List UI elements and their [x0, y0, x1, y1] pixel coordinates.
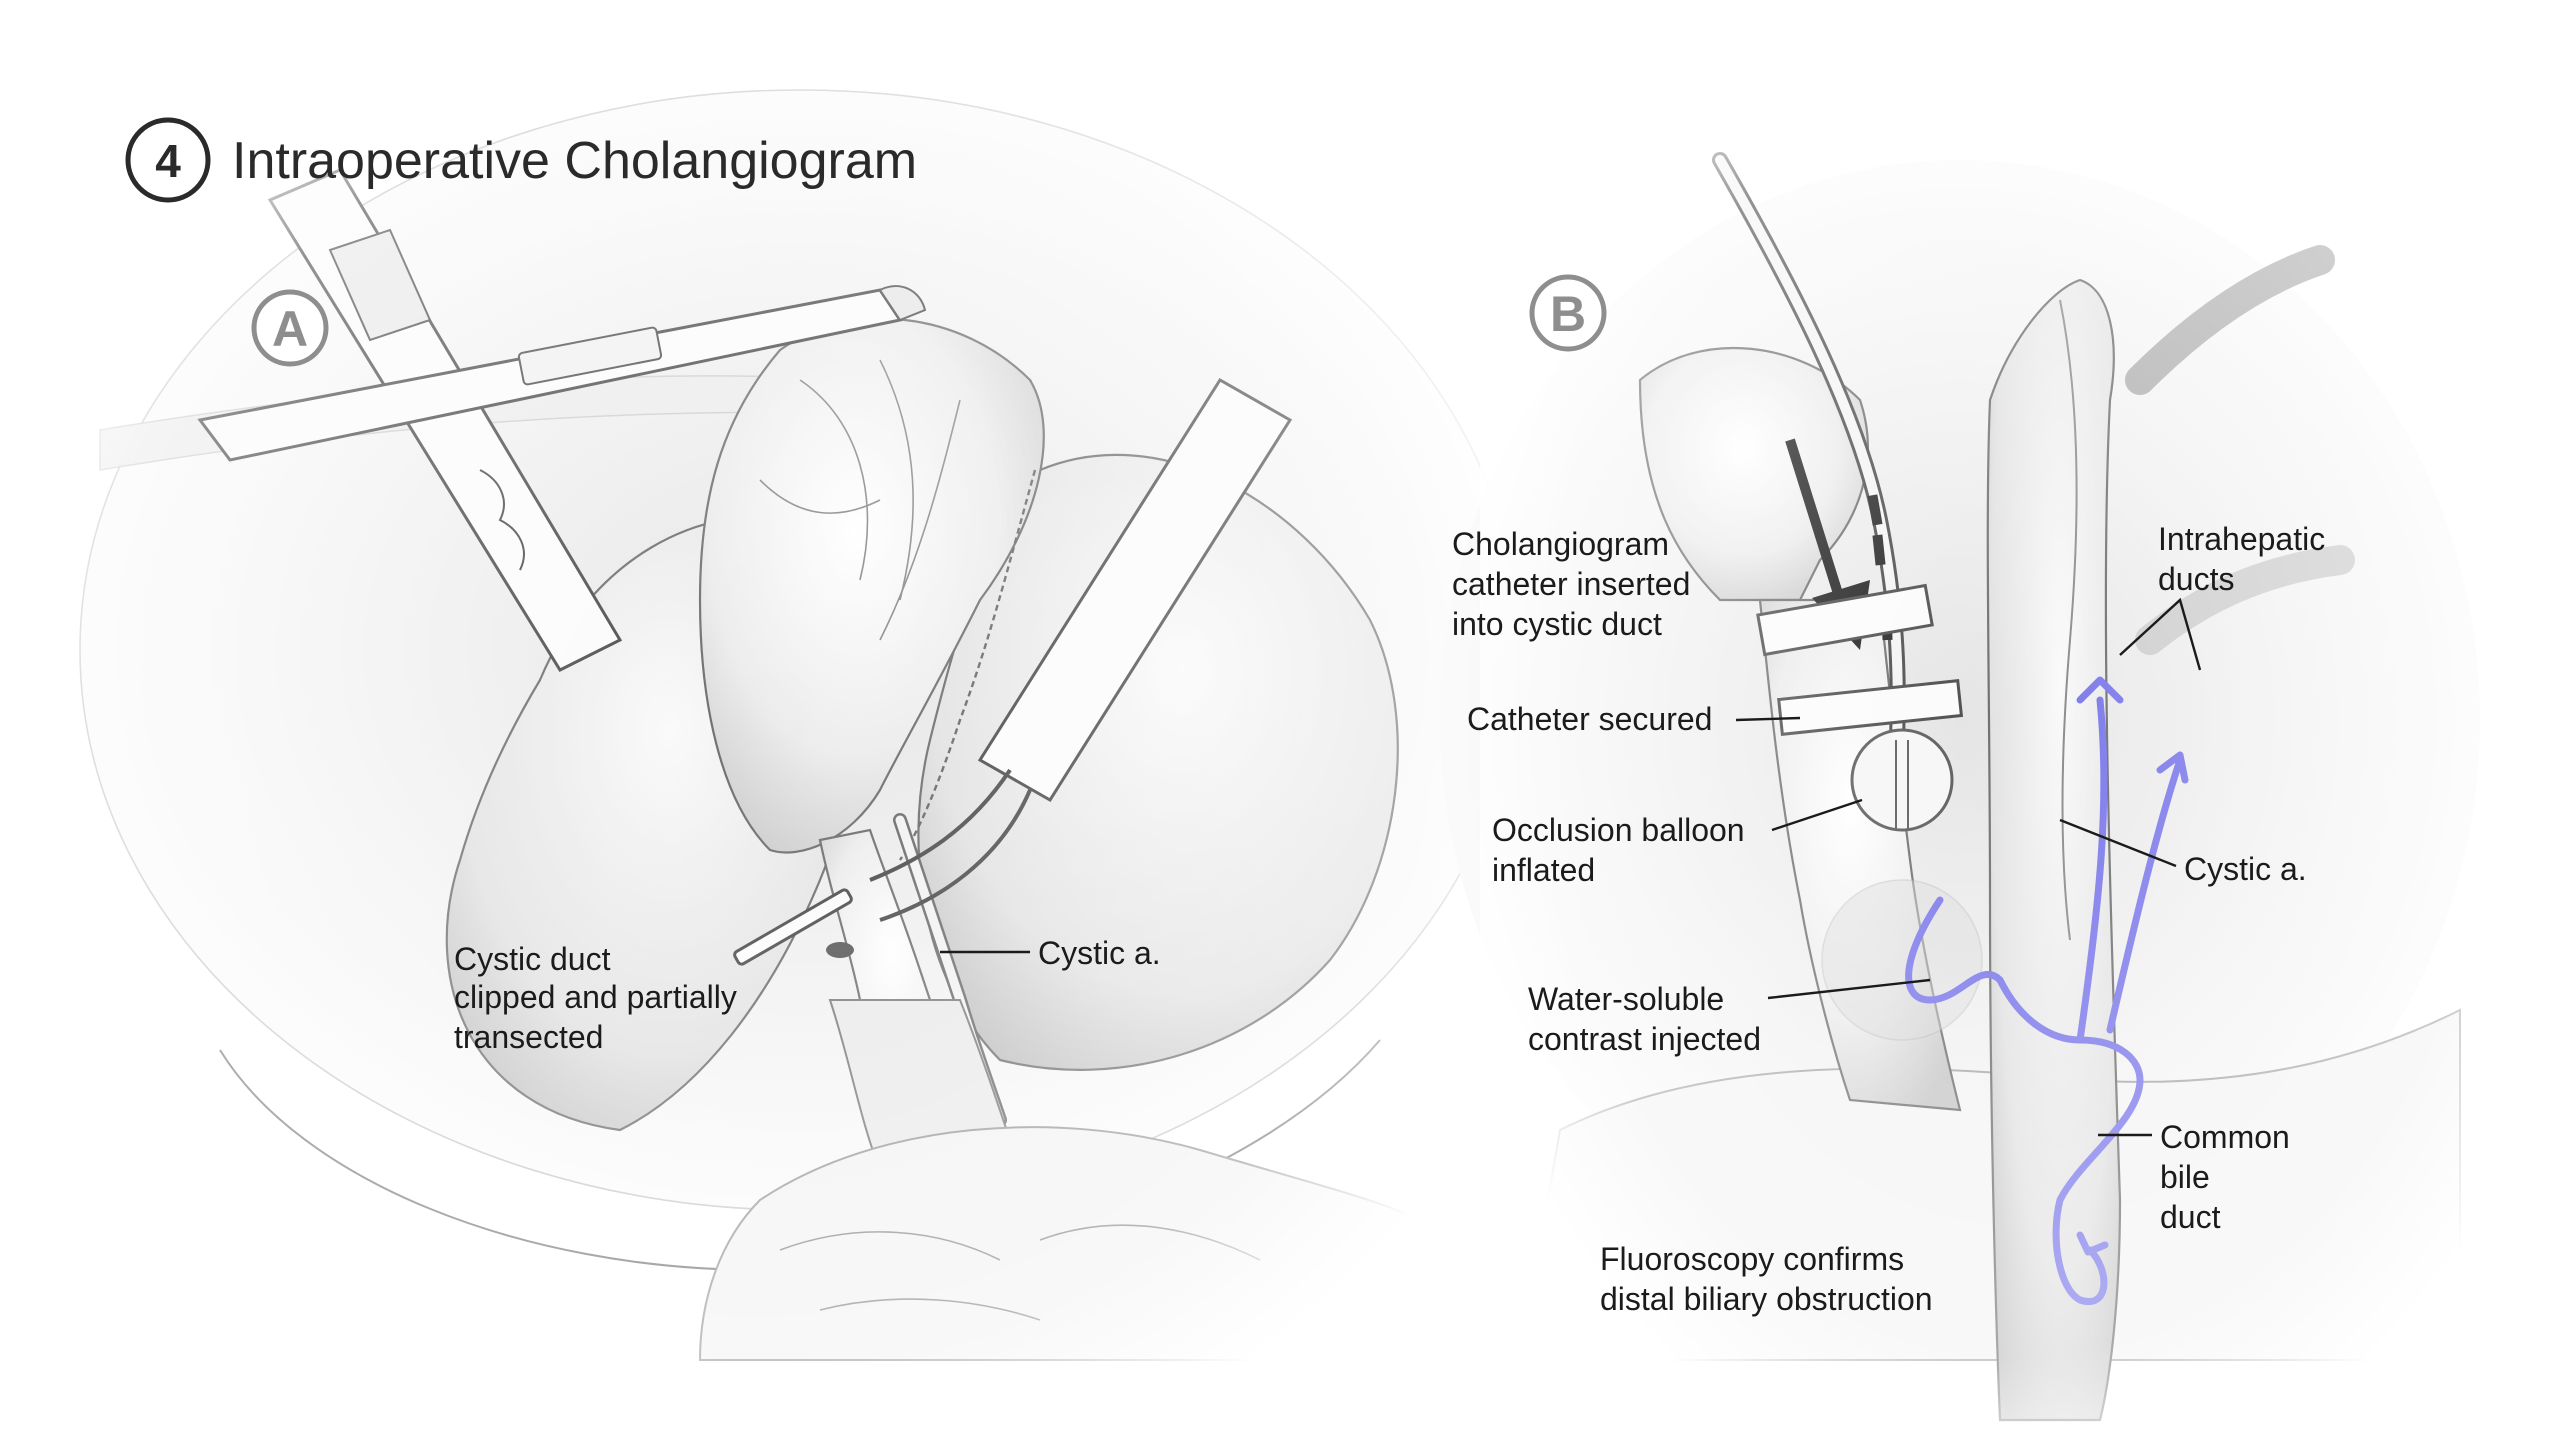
label-line: ducts [2158, 561, 2234, 597]
panel-b-badge: B [1529, 274, 1607, 352]
label-balloon: Occlusion balloon inflated [1492, 798, 1863, 888]
label-catheter-inserted-text: Cholangiogram catheter inserted into cys… [1452, 526, 1699, 642]
label-line: contrast injected [1528, 1021, 1761, 1057]
label-catheter-secured: Catheter secured [1467, 701, 1801, 737]
label-cystic-duct-a: Cystic duct clipped and partially transe… [454, 941, 746, 1055]
panel-a-vignette [0, 0, 1520, 1442]
label-line: into cystic duct [1452, 606, 1662, 642]
leader-cystic-artery-b [2059, 818, 2177, 868]
step-number: 4 [155, 135, 181, 187]
label-cystic-artery-a-text: Cystic a. [1038, 935, 1161, 971]
label-cbd: Common bile duct [2098, 1119, 2299, 1235]
panel-b-vignette [1480, 0, 2560, 1442]
panel-a-badge: A [251, 289, 329, 367]
label-cystic-artery-b-text: Cystic a. [2184, 851, 2307, 887]
label-line: Common [2160, 1119, 2290, 1155]
label-line: Cholangiogram [1452, 526, 1669, 562]
label-cystic-duct-a-text: Cystic duct clipped and partially transe… [454, 941, 746, 1055]
panel-b-badge-circle [1529, 274, 1607, 352]
label-cystic-artery-a: Cystic a. [940, 935, 1161, 971]
label-line: Intrahepatic [2158, 521, 2325, 557]
label-line: Occlusion balloon [1492, 812, 1745, 848]
leader-balloon [1771, 798, 1863, 832]
step-number-circle [125, 117, 211, 203]
label-line: bile [2160, 1159, 2210, 1195]
label-line: transected [454, 1019, 603, 1055]
label-line: Fluoroscopy confirms [1600, 1241, 1904, 1277]
page-title: Intraoperative Cholangiogram [232, 132, 917, 190]
label-line: Water-soluble [1528, 981, 1724, 1017]
label-fluoroscopy: Fluoroscopy confirms distal biliary obst… [1600, 1241, 1933, 1317]
panel-b-badge-text: B [1550, 286, 1586, 342]
label-line: inflated [1492, 852, 1595, 888]
label-line: Cystic duct [454, 941, 611, 977]
label-fluoroscopy-text: Fluoroscopy confirms distal biliary obst… [1600, 1241, 1933, 1317]
leader-catheter-secured [1735, 716, 1801, 722]
label-line: duct [2160, 1199, 2221, 1235]
label-cystic-artery-b: Cystic a. [2059, 818, 2307, 887]
label-cbd-text: Common bile duct [2160, 1119, 2299, 1235]
panel-a-artwork [0, 0, 1521, 1442]
label-catheter-secured-text: Catheter secured [1467, 701, 1712, 737]
label-line: distal biliary obstruction [1600, 1281, 1933, 1317]
panel-a-badge-text: A [272, 301, 308, 357]
panel-b-artwork [1440, 0, 2560, 1442]
label-intrahepatic-text: Intrahepatic ducts [2158, 521, 2334, 597]
label-line: catheter inserted [1452, 566, 1690, 602]
leader-intrahepatic [2119, 597, 2202, 671]
label-line: clipped and partially [454, 979, 737, 1015]
header: 4 Intraoperative Cholangiogram [125, 117, 917, 203]
label-catheter-inserted: Cholangiogram catheter inserted into cys… [1452, 526, 1699, 642]
label-contrast: Water-soluble contrast injected [1528, 978, 1931, 1057]
label-contrast-text: Water-soluble contrast injected [1528, 981, 1761, 1057]
leader-contrast [1767, 978, 1931, 1000]
label-intrahepatic: Intrahepatic ducts [2119, 521, 2334, 671]
panel-a-badge-circle [251, 289, 329, 367]
label-balloon-text: Occlusion balloon inflated [1492, 812, 1753, 888]
